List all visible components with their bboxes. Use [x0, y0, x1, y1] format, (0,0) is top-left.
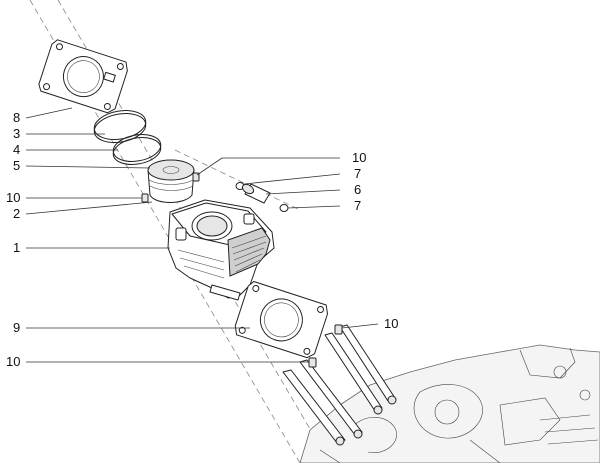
piston-rings-part-3-4	[93, 109, 162, 165]
leader-lines	[25, 107, 379, 363]
piston-pin-part-6	[241, 183, 271, 204]
assembly-axes	[29, 0, 331, 463]
callout-labels: 8 3 4 5 10 2 1 10 7 6 7 9 10 10	[6, 110, 398, 369]
callout-10-left: 10	[6, 190, 20, 205]
head-gasket-part-8	[38, 39, 128, 114]
callout-4: 4	[13, 142, 20, 157]
callout-7-bottom: 7	[354, 198, 361, 213]
callout-3: 3	[13, 126, 20, 141]
callout-8: 8	[13, 110, 20, 125]
callout-10-bottom-left: 10	[6, 354, 20, 369]
callout-10-right-bottom: 10	[384, 316, 398, 331]
cylinder-part-1	[167, 199, 275, 301]
dowel-pins-base	[308, 324, 343, 368]
callout-10-right-top: 10	[352, 150, 366, 165]
callout-5: 5	[13, 158, 20, 173]
callout-9: 9	[13, 320, 20, 335]
callout-6: 6	[354, 182, 361, 197]
callout-2: 2	[13, 206, 20, 221]
piston-part-2	[147, 159, 195, 203]
callout-7-top: 7	[354, 166, 361, 181]
base-gasket-part-9	[234, 281, 329, 359]
callout-1: 1	[13, 240, 20, 255]
cylinder-studs	[282, 324, 397, 446]
